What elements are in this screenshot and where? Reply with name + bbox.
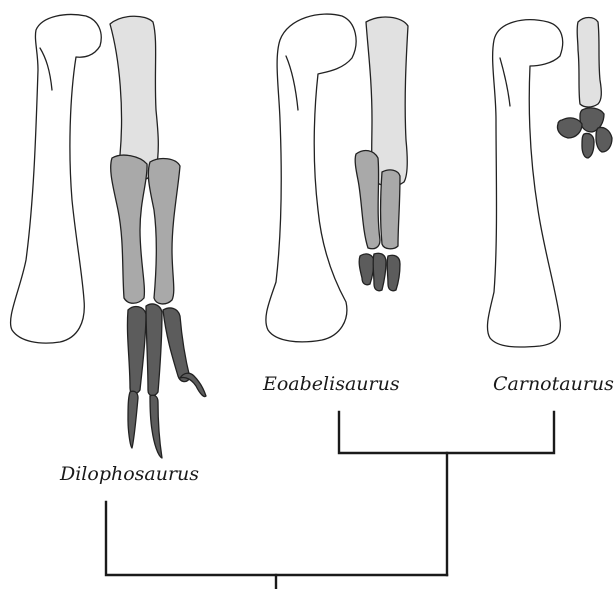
carnotaurus-manus-2 <box>557 118 582 138</box>
eoabelisaurus-manus-1 <box>359 254 374 285</box>
dilophosaurus-ulna-lower <box>148 159 180 304</box>
carnotaurus-manus-4 <box>582 133 594 158</box>
dilophosaurus-metacarpal-3 <box>163 308 190 382</box>
dilophosaurus-digit-1 <box>128 391 138 448</box>
dilophosaurus-radius-lower <box>111 155 147 303</box>
dilophosaurus-forelimb <box>11 15 206 458</box>
taxon-label-carnotaurus: Carnotaurus <box>493 373 614 395</box>
eoabelisaurus-radius <box>355 151 380 249</box>
cladogram <box>106 412 554 589</box>
eoabelisaurus-forelimb <box>266 14 408 342</box>
eoabelisaurus-metacarpal <box>381 170 401 249</box>
taxon-label-dilophosaurus: Dilophosaurus <box>60 463 199 485</box>
eoabelisaurus-manus-3 <box>387 255 400 290</box>
clade-root-bracket <box>106 502 447 575</box>
eoabelisaurus-manus-2 <box>373 253 386 290</box>
carnotaurus-ulna <box>577 18 601 108</box>
eoabelisaurus-humerus <box>266 14 356 342</box>
dilophosaurus-digit-2 <box>150 395 162 458</box>
taxon-label-eoabelisaurus: Eoabelisaurus <box>263 373 400 395</box>
dilophosaurus-claw-3 <box>180 373 206 396</box>
dilophosaurus-humerus <box>11 15 102 344</box>
dilophosaurus-metacarpal-2 <box>146 304 162 396</box>
carnotaurus-manus-3 <box>596 127 612 152</box>
carnotaurus-humerus <box>487 20 562 347</box>
dilophosaurus-metacarpal-1 <box>127 307 146 394</box>
clade-abelisaurid-bracket <box>339 412 554 453</box>
carnotaurus-forelimb <box>487 18 612 348</box>
